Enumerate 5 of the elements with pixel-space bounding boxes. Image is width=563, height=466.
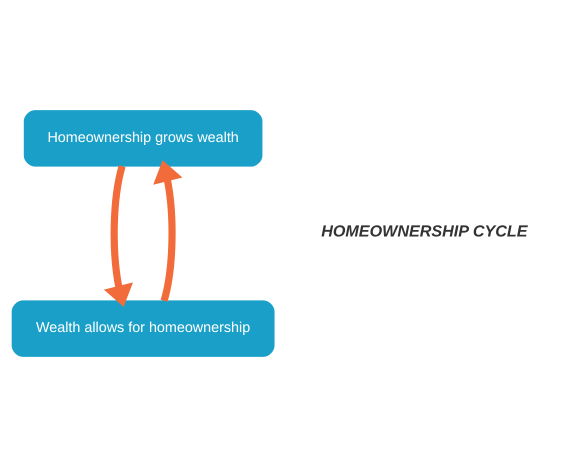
label: HOMEOWNERSHIP CYCLE [321, 222, 528, 240]
node-box: Homeownership grows wealth [24, 110, 262, 166]
arrow [153, 160, 182, 302]
node-box: Wealth allows for homeownership [12, 300, 275, 356]
arrow [104, 164, 134, 306]
